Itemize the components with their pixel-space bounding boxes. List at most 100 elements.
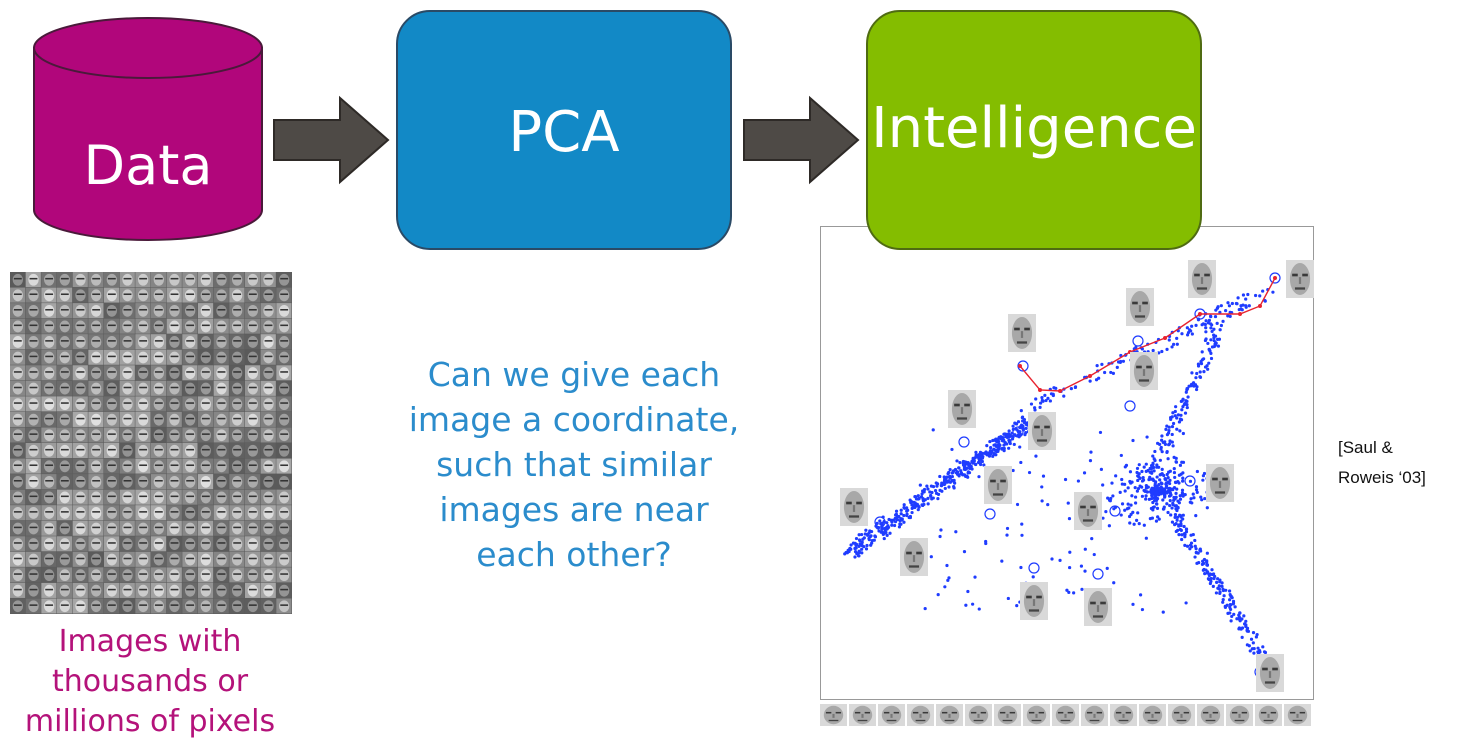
data-point (1176, 413, 1180, 417)
data-point (1175, 427, 1179, 431)
face-thumbnail-icon (41, 349, 57, 365)
data-point (1002, 439, 1006, 443)
face-thumbnail-icon (151, 334, 167, 350)
data-point (1215, 580, 1219, 584)
face-thumbnail-icon (166, 443, 182, 459)
face-thumbnail-icon (213, 489, 229, 505)
data-point (1249, 637, 1254, 641)
face-thumbnail-icon (1255, 704, 1282, 726)
data-point (925, 484, 929, 488)
face-thumbnail-icon (276, 474, 292, 490)
face-thumbnail-icon (151, 380, 167, 396)
data-point (1199, 362, 1204, 366)
data-point (1099, 467, 1104, 471)
face-thumbnail-icon (57, 411, 73, 427)
face-thumbnail-icon (25, 536, 41, 552)
face-thumbnail-icon (10, 303, 26, 319)
data-point (1205, 551, 1209, 555)
face-thumbnail-icon (198, 396, 214, 412)
face-thumbnail-icon (260, 551, 276, 567)
data-point (1221, 600, 1225, 604)
face-thumbnail-icon (260, 287, 276, 303)
face-thumbnail-icon (260, 443, 276, 459)
data-point (1184, 399, 1188, 403)
face-thumbnail-icon (104, 334, 120, 350)
face-thumbnail-icon (245, 520, 261, 536)
data-point (1150, 516, 1155, 520)
face-thumbnail-icon (57, 318, 73, 334)
marked-point (1109, 505, 1121, 517)
trajectory-point (1058, 389, 1062, 393)
data-point (1205, 570, 1210, 574)
data-point (1138, 593, 1143, 597)
data-point (1177, 420, 1182, 424)
data-point (1027, 470, 1032, 475)
data-cylinder: Data (33, 17, 263, 241)
question-line: image a coordinate, (408, 400, 740, 439)
data-point (1011, 424, 1015, 428)
face-thumbnail-icon (41, 551, 57, 567)
data-point (1198, 548, 1202, 552)
face-thumbnail-icon (229, 567, 245, 583)
face-thumbnail-icon (276, 567, 292, 583)
data-point (1220, 581, 1224, 585)
data-point (1104, 510, 1108, 514)
face-thumbnail-icon (276, 505, 292, 521)
face-thumbnail-icon (276, 520, 292, 536)
right-arrow-icon (743, 95, 860, 185)
data-point (1185, 386, 1189, 391)
data-point (1161, 498, 1165, 502)
citation-line: [Saul & (1338, 438, 1393, 457)
trajectory-line (1019, 277, 1276, 392)
face-thumbnail-icon (1008, 314, 1036, 352)
data-point (984, 541, 988, 546)
data-point (1241, 303, 1245, 307)
face-thumbnail-icon (182, 427, 198, 443)
data-point (865, 543, 869, 548)
face-thumbnail-icon (182, 287, 198, 303)
face-thumbnail-icon (182, 411, 198, 427)
face-thumbnail-icon (260, 582, 276, 598)
data-point (1166, 510, 1170, 515)
data-point (983, 451, 987, 455)
data-point (1062, 394, 1066, 398)
data-point (1195, 490, 1199, 494)
data-point (1184, 390, 1188, 394)
face-thumbnail-icon (229, 334, 245, 350)
face-thumbnail-icon (151, 474, 167, 490)
face-thumbnail-icon (72, 411, 88, 427)
data-point (1166, 480, 1170, 484)
face-thumbnail-icon (948, 390, 976, 428)
data-point (1165, 484, 1169, 488)
face-thumbnail-icon (213, 582, 229, 598)
data-point (1083, 569, 1087, 573)
face-thumbnail-icon (119, 396, 135, 412)
face-thumbnail-icon (229, 443, 245, 459)
data-point (1150, 464, 1155, 468)
face-thumbnail-icon (229, 489, 245, 505)
face-thumbnail-icon (182, 365, 198, 381)
face-thumbnail-icon (276, 287, 292, 303)
face-thumbnail-icon (1081, 704, 1108, 726)
data-point (1119, 513, 1123, 517)
data-point (1044, 398, 1048, 403)
face-thumbnail-icon (245, 474, 261, 490)
data-point (1031, 575, 1035, 579)
face-thumbnail-icon (41, 365, 57, 381)
face-thumbnail-icon (41, 598, 57, 614)
data-point (1171, 502, 1175, 507)
data-point (923, 606, 927, 611)
data-point (1076, 479, 1081, 483)
data-point (1144, 536, 1148, 540)
data-point (952, 486, 956, 490)
face-thumbnail-icon (1206, 464, 1234, 502)
data-point (993, 438, 997, 442)
data-point (1169, 417, 1173, 421)
data-point (1022, 418, 1027, 422)
face-thumbnail-icon (166, 349, 182, 365)
face-thumbnail-icon (245, 303, 261, 319)
face-thumbnail-icon (135, 458, 151, 474)
data-point (869, 534, 873, 538)
data-point (1229, 603, 1233, 607)
face-thumbnail-icon (88, 474, 104, 490)
